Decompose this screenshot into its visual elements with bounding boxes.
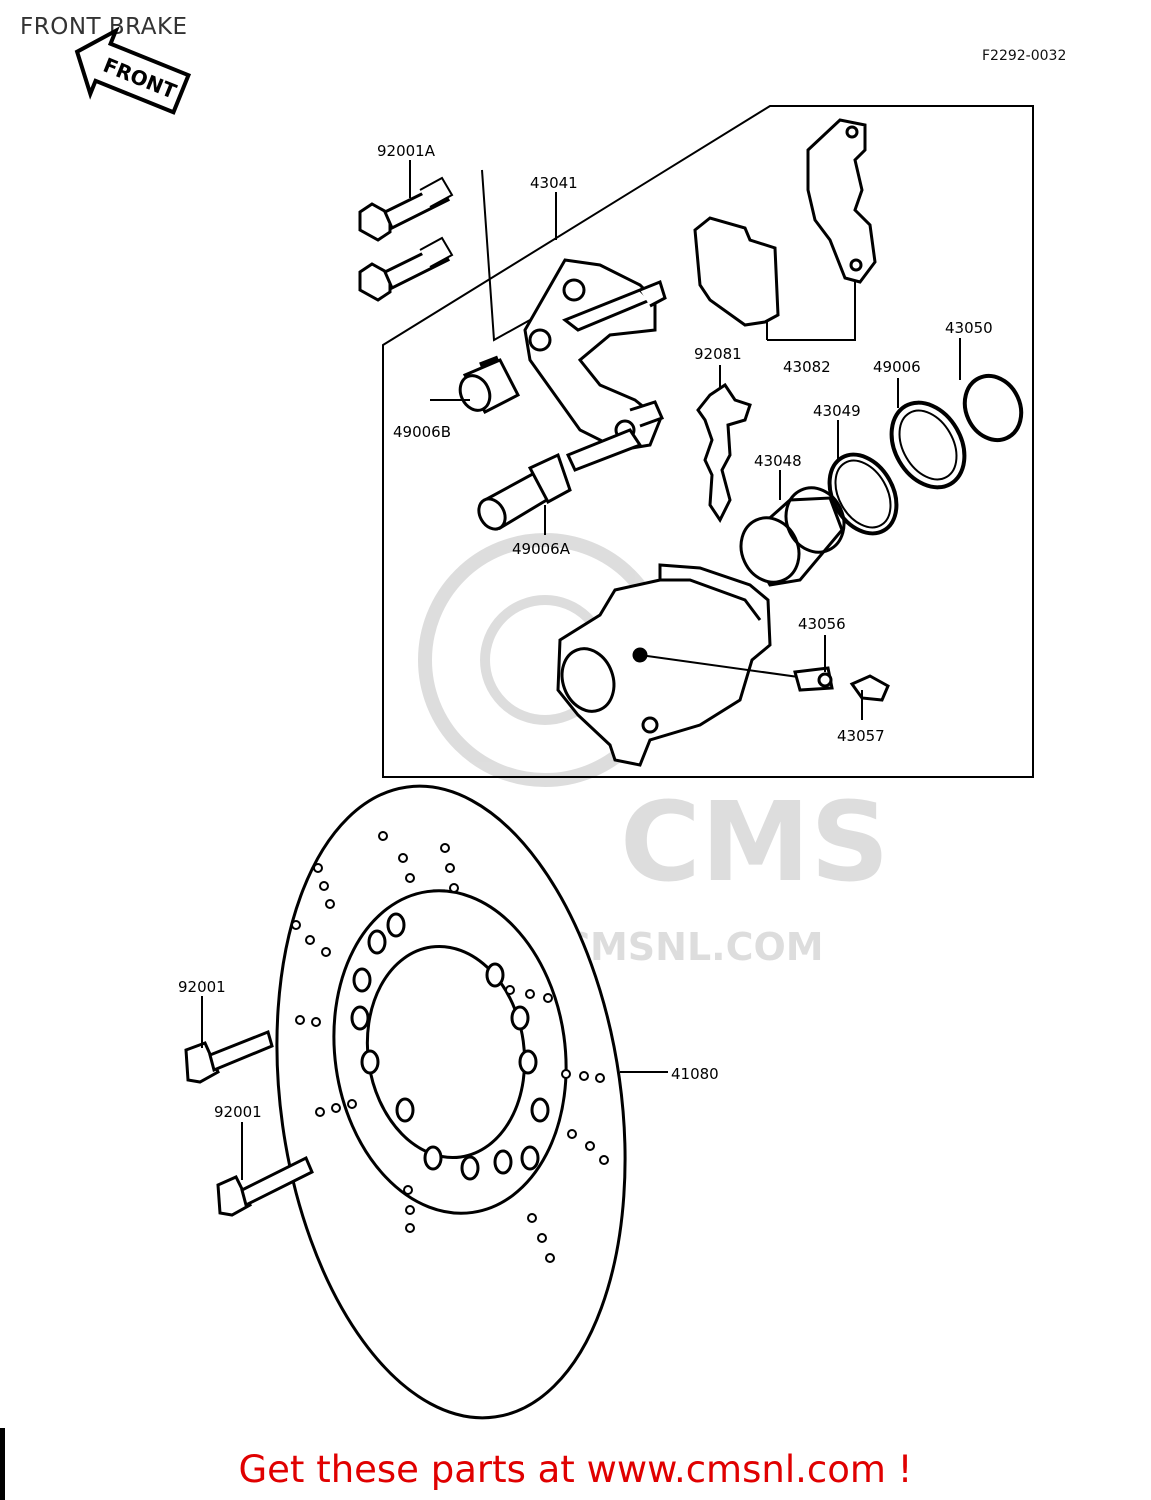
brake-pad-outer bbox=[806, 118, 877, 284]
caliper-piston bbox=[739, 486, 846, 587]
caliper-body bbox=[556, 563, 821, 767]
part-label-43049: 43049 bbox=[813, 402, 861, 420]
edge-bar bbox=[0, 1428, 5, 1500]
caliper-assembly-frame bbox=[382, 105, 1034, 778]
part-label-41080: 41080 bbox=[671, 1065, 719, 1083]
watermark-brand: CMS bbox=[620, 778, 889, 906]
part-label-49006a: 49006A bbox=[512, 540, 571, 558]
part-label-43048: 43048 bbox=[754, 452, 802, 470]
part-label-92001-lower: 92001 bbox=[214, 1103, 262, 1121]
part-label-92001-upper: 92001 bbox=[178, 978, 226, 996]
bolt-92001a-upper bbox=[358, 176, 454, 242]
promo-link[interactable]: Get these parts at www.cmsnl.com ! bbox=[238, 1448, 913, 1491]
dust-boot-49006a bbox=[477, 452, 572, 531]
part-label-49006: 49006 bbox=[873, 358, 921, 376]
part-label-43057: 43057 bbox=[837, 727, 885, 745]
part-label-92081: 92081 bbox=[694, 345, 742, 363]
disc-vent-holes bbox=[291, 831, 609, 1263]
part-label-92001a: 92001A bbox=[377, 142, 436, 160]
caliper-cap bbox=[962, 373, 1024, 443]
part-label-49006b: 49006B bbox=[393, 423, 451, 441]
figure-code: F2292-0032 bbox=[982, 48, 1067, 64]
bolt-92001a-lower bbox=[358, 236, 454, 302]
piston-seal bbox=[827, 452, 899, 536]
front-arrow-icon: FRONT bbox=[74, 26, 192, 115]
dust-seal bbox=[889, 400, 967, 490]
brake-disc bbox=[275, 784, 627, 1420]
bleeder-valve bbox=[793, 666, 834, 692]
bleeder-cap bbox=[849, 674, 890, 702]
part-label-43056: 43056 bbox=[798, 615, 846, 633]
brake-pad-inner bbox=[693, 216, 780, 327]
dust-boot-49006b bbox=[458, 355, 521, 415]
pad-spring bbox=[696, 382, 752, 523]
part-label-43082: 43082 bbox=[783, 358, 831, 376]
part-label-43041: 43041 bbox=[530, 174, 578, 192]
disc-bolt-lower bbox=[216, 1155, 314, 1217]
leader-lines bbox=[201, 160, 961, 1180]
disc-bolt-upper bbox=[184, 1029, 274, 1084]
part-label-43050: 43050 bbox=[945, 319, 993, 337]
caliper-bracket bbox=[523, 258, 667, 472]
